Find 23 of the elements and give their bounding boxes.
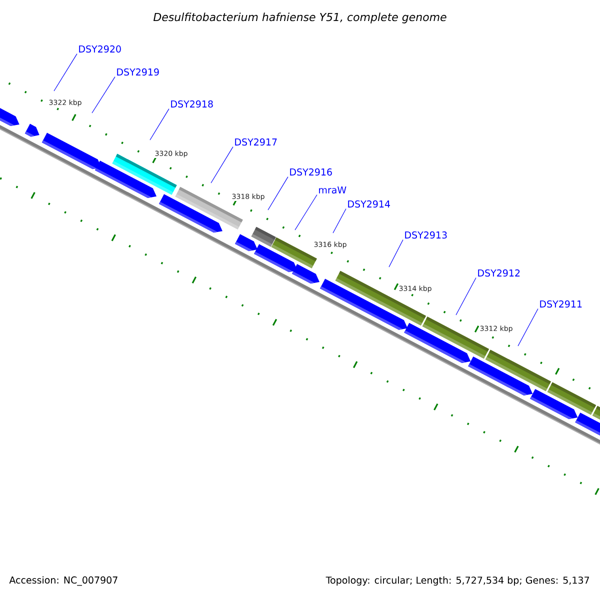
leader-line [518, 308, 538, 346]
gene-label: DSY2913 [405, 231, 447, 239]
gene-label: DSY2920 [79, 45, 121, 53]
leader-line [456, 278, 476, 316]
leader-line [332, 208, 346, 234]
gene-label: DSY2916 [290, 168, 332, 176]
gene-label: DSY2919 [117, 68, 159, 76]
leader-line [388, 239, 404, 268]
gene-label: DSY2911 [540, 300, 582, 308]
leader-line [268, 176, 288, 210]
accession-note: Accession: NC_007907 [9, 576, 118, 586]
genome-info-note: Topology: circular; Length: 5,727,534 bp; Genes: 5,137 [326, 576, 589, 586]
gene-label: DSY2917 [235, 138, 277, 146]
gene-label: DSY2918 [171, 100, 213, 108]
gene-label: DSY2912 [478, 269, 520, 277]
leader-line [210, 146, 234, 184]
title: Desulfitobacterium hafniense Y51, complete genome [153, 12, 446, 24]
leader-line [150, 108, 170, 140]
gene-label: DSY2914 [348, 200, 390, 208]
leader-line [54, 53, 78, 92]
gene-label: mraW [319, 186, 346, 194]
leader-line [92, 76, 116, 114]
leader-line [294, 194, 318, 230]
